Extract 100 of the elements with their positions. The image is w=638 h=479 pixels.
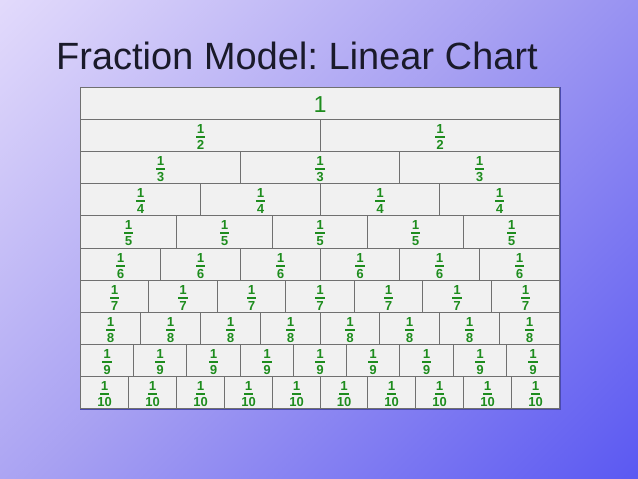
denominator: 4	[136, 202, 144, 215]
numerator: 1	[196, 123, 206, 138]
denominator: 3	[476, 170, 484, 183]
numerator: 1	[208, 348, 218, 363]
numerator: 1	[422, 348, 432, 363]
denominator: 7	[522, 299, 530, 312]
numerator: 1	[292, 380, 302, 395]
numerator: 1	[494, 187, 504, 202]
denominator: 8	[226, 331, 234, 344]
numerator: 1	[246, 284, 256, 299]
denominator: 2	[196, 138, 204, 151]
denominator: 2	[436, 138, 444, 151]
denominator: 10	[289, 395, 304, 408]
denominator: 9	[422, 363, 430, 376]
denominator: 10	[97, 395, 112, 408]
denominator: 10	[384, 395, 399, 408]
denominator: 7	[316, 299, 324, 312]
denominator: 8	[106, 331, 114, 344]
numerator: 1	[226, 316, 236, 331]
numerator: 1	[196, 380, 206, 395]
denominator: 9	[316, 363, 324, 376]
denominator: 3	[156, 170, 164, 183]
denominator: 4	[496, 202, 504, 215]
denominator: 10	[193, 395, 208, 408]
numerator: 1	[482, 380, 492, 395]
numerator: 1	[506, 219, 516, 234]
denominator: 6	[516, 267, 524, 280]
numerator: 1	[220, 219, 230, 234]
denominator: 7	[248, 299, 256, 312]
numerator: 1	[136, 187, 146, 202]
denominator: 10	[480, 395, 495, 408]
fraction-strip	[511, 376, 560, 409]
numerator: 1	[315, 348, 325, 363]
numerator: 1	[410, 219, 420, 234]
numerator: 1	[384, 284, 394, 299]
numerator: 1	[315, 284, 325, 299]
denominator: 8	[166, 331, 174, 344]
numerator: 1	[116, 252, 126, 267]
numerator: 1	[464, 316, 474, 331]
numerator: 1	[276, 252, 286, 267]
numerator: 1	[435, 123, 445, 138]
denominator: 9	[369, 363, 377, 376]
numerator: 1	[475, 348, 485, 363]
denominator: 5	[124, 234, 132, 247]
denominator: 9	[263, 363, 271, 376]
denominator: 10	[241, 395, 256, 408]
title: Fraction Model: Linear Chart	[56, 35, 538, 80]
denominator: 10	[528, 395, 543, 408]
numerator: 1	[452, 284, 462, 299]
denominator: 4	[256, 202, 264, 215]
whole-strip	[80, 87, 560, 120]
denominator: 6	[116, 267, 124, 280]
numerator: 1	[524, 316, 534, 331]
numerator: 1	[256, 187, 266, 202]
numerator: 1	[102, 348, 112, 363]
numerator: 1	[178, 284, 188, 299]
denominator: 3	[316, 170, 324, 183]
denominator: 5	[220, 234, 228, 247]
denominator: 7	[453, 299, 461, 312]
numerator: 1	[520, 284, 530, 299]
numerator: 1	[155, 348, 165, 363]
denominator: 5	[508, 234, 516, 247]
denominator: 6	[436, 267, 444, 280]
denominator: 9	[529, 363, 537, 376]
denominator: 8	[346, 331, 354, 344]
numerator: 1	[530, 380, 540, 395]
denominator: 7	[384, 299, 392, 312]
numerator: 1	[528, 348, 538, 363]
numerator: 1	[404, 316, 414, 331]
numerator: 1	[196, 252, 206, 267]
numerator: 1	[244, 380, 254, 395]
numerator: 1	[474, 155, 484, 170]
denominator: 6	[276, 267, 284, 280]
numerator: 1	[100, 380, 110, 395]
numerator: 1	[262, 348, 272, 363]
denominator: 4	[376, 202, 384, 215]
numerator: 1	[315, 219, 325, 234]
denominator: 8	[406, 331, 414, 344]
denominator: 5	[412, 234, 420, 247]
denominator: 10	[336, 395, 352, 408]
denominator: 7	[179, 299, 187, 312]
denominator: 6	[356, 267, 364, 280]
numerator: 1	[368, 348, 378, 363]
numerator: 1	[375, 187, 385, 202]
numerator: 1	[434, 252, 444, 267]
fraction-strip	[80, 376, 129, 409]
denominator: 9	[156, 363, 164, 376]
numerator: 1	[355, 252, 365, 267]
numerator: 1	[110, 284, 120, 299]
denominator: 8	[466, 331, 474, 344]
denominator: 9	[210, 363, 218, 376]
denominator: 8	[286, 331, 294, 344]
numerator: 1	[106, 316, 116, 331]
numerator: 1	[514, 252, 524, 267]
numerator: 1	[156, 155, 166, 170]
denominator: 6	[196, 267, 204, 280]
denominator: 10	[145, 395, 160, 408]
numerator: 1	[386, 380, 396, 395]
denominator: 9	[103, 363, 111, 376]
numerator: 1	[166, 316, 176, 331]
